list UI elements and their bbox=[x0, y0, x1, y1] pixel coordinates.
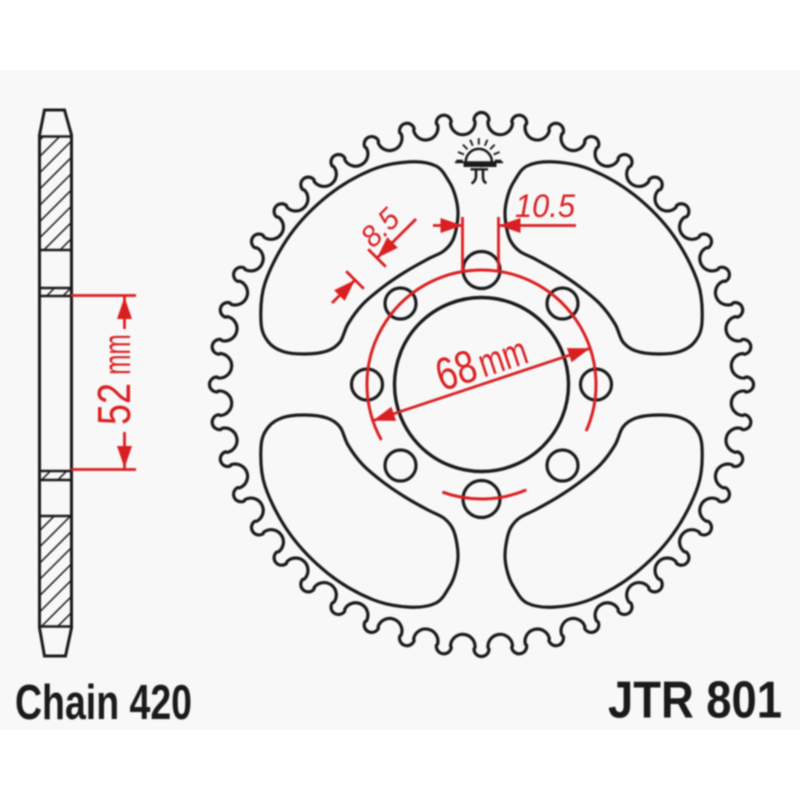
svg-text:52: 52 bbox=[88, 383, 140, 425]
svg-text:10.5: 10.5 bbox=[515, 188, 575, 224]
svg-text:mm: mm bbox=[97, 334, 139, 375]
svg-text:JTR 801: JTR 801 bbox=[608, 672, 782, 730]
svg-text:Chain 420: Chain 420 bbox=[15, 676, 192, 730]
